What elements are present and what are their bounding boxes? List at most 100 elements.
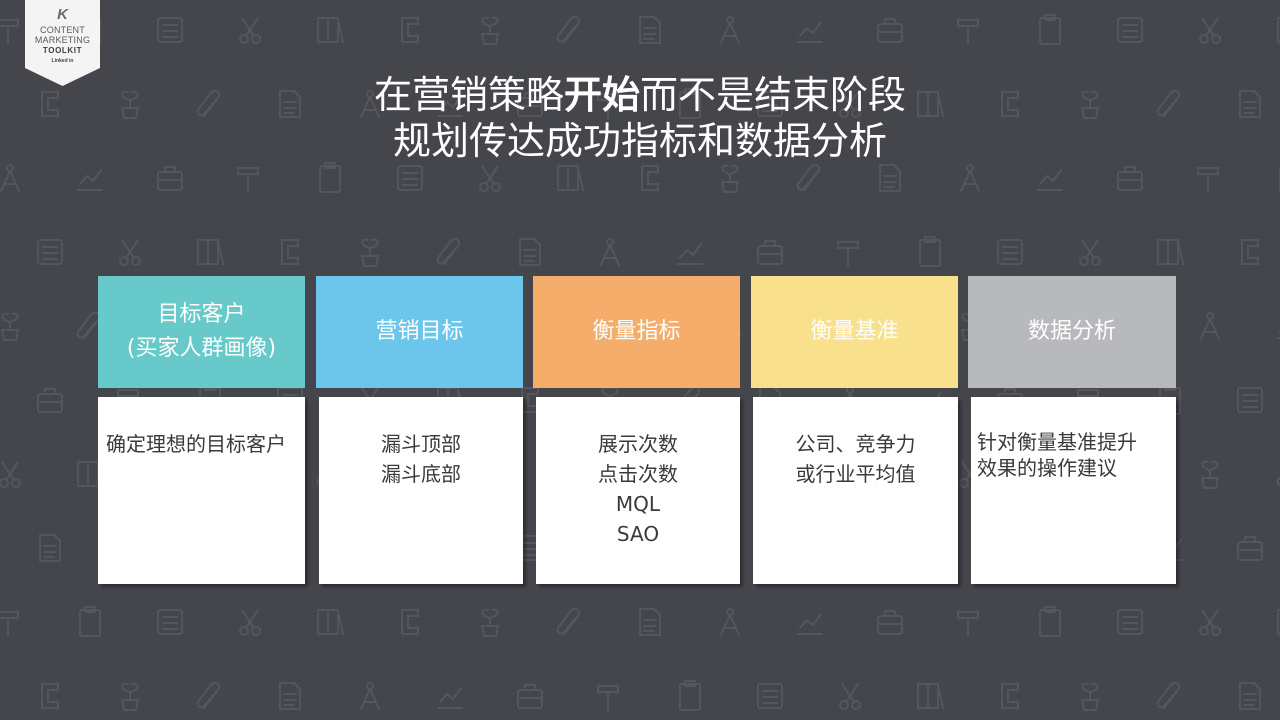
document-icon bbox=[1239, 682, 1261, 710]
briefcase-icon bbox=[517, 92, 543, 117]
scissors-icon bbox=[0, 461, 21, 488]
plant-icon bbox=[1081, 682, 1099, 711]
briefcase-icon bbox=[517, 684, 543, 709]
column-body-line: 漏斗顶部 bbox=[381, 432, 461, 456]
binder-icon bbox=[1277, 17, 1280, 43]
paperclip-icon bbox=[796, 164, 820, 191]
title-line-1: 在营销策略开始而不是结束阶段 bbox=[240, 72, 1040, 118]
binder-icon bbox=[317, 17, 344, 43]
title-line-1-after: 而不是结束阶段 bbox=[640, 73, 907, 117]
binder-icon bbox=[1277, 609, 1280, 635]
column-header-benchmark: 衡量基准 bbox=[751, 276, 958, 388]
briefcase-icon bbox=[157, 166, 183, 191]
compass-icon bbox=[0, 164, 20, 192]
document-icon bbox=[279, 90, 301, 118]
plant-icon bbox=[481, 16, 499, 45]
column-header-line: (买家人群画像) bbox=[126, 336, 277, 361]
hammer-icon bbox=[597, 93, 619, 119]
paperclip-icon bbox=[556, 16, 580, 43]
document-icon bbox=[279, 682, 301, 710]
hammer-icon bbox=[957, 19, 979, 45]
badge-shape bbox=[25, 0, 100, 86]
scissors-icon bbox=[479, 165, 501, 192]
column-body-line: 公司、竞争力 bbox=[795, 432, 916, 456]
clipboard-icon bbox=[79, 606, 101, 637]
list-icon bbox=[1117, 609, 1143, 635]
plant-icon bbox=[361, 238, 379, 267]
plant-icon bbox=[1081, 90, 1099, 119]
list-icon bbox=[157, 609, 183, 635]
chart-icon bbox=[677, 243, 703, 265]
scissors-icon bbox=[1079, 239, 1101, 266]
column-header-metrics: 衡量指标 bbox=[533, 276, 740, 388]
clamp-icon bbox=[41, 683, 59, 709]
hammer-icon bbox=[1197, 167, 1219, 193]
chart-icon bbox=[797, 21, 823, 43]
clipboard-icon bbox=[1039, 606, 1061, 637]
badge-line-content: CONTENT bbox=[40, 25, 85, 35]
column-body-line: 或行业平均值 bbox=[795, 462, 916, 486]
compass-icon bbox=[360, 90, 380, 118]
column-header-data-analysis: 数据分析 bbox=[968, 276, 1176, 388]
compass-icon bbox=[960, 164, 980, 192]
list-icon bbox=[757, 683, 783, 709]
badge-linkedin-logo: Linked in bbox=[51, 58, 74, 64]
column-header-line: 营销目标 bbox=[375, 319, 464, 344]
compass-icon bbox=[600, 238, 620, 266]
scissors-icon bbox=[119, 239, 141, 266]
chart-icon bbox=[1037, 169, 1063, 191]
document-icon bbox=[519, 238, 541, 266]
scissors-icon bbox=[1199, 609, 1221, 636]
clamp-icon bbox=[1001, 683, 1019, 709]
scissors-icon bbox=[839, 683, 861, 710]
column-body-marketing-goal: 漏斗顶部 漏斗底部 bbox=[319, 397, 523, 584]
clipboard-icon bbox=[919, 236, 941, 267]
column-body-data-analysis: 针对衡量基准提升 效果的操作建议 bbox=[971, 397, 1176, 584]
clipboard-icon bbox=[319, 162, 341, 193]
chart-icon bbox=[77, 169, 103, 191]
briefcase-icon bbox=[877, 18, 903, 43]
binder-icon bbox=[1157, 239, 1184, 265]
plant-icon bbox=[121, 682, 139, 711]
hammer-icon bbox=[237, 167, 259, 193]
column-header-line: 数据分析 bbox=[1027, 319, 1116, 344]
column-body-line: MQL bbox=[615, 492, 661, 516]
column-body-line: 展示次数 bbox=[598, 432, 678, 456]
chart-icon bbox=[797, 613, 823, 635]
column-header-marketing-goal: 营销目标 bbox=[316, 276, 523, 388]
column-body-line: SAO bbox=[616, 522, 660, 546]
list-icon bbox=[37, 239, 63, 265]
plant-icon bbox=[481, 608, 499, 637]
clamp-icon bbox=[521, 387, 539, 413]
compass-icon bbox=[720, 16, 740, 44]
column-body-target-customer: 确定理想的目标客户 bbox=[98, 397, 305, 584]
binder-icon bbox=[317, 609, 344, 635]
binder-icon bbox=[557, 165, 584, 191]
list-icon bbox=[757, 91, 783, 117]
compass-icon bbox=[360, 682, 380, 710]
plant-icon bbox=[1201, 460, 1219, 489]
paperclip-icon bbox=[196, 90, 220, 117]
column-body-line: 确定理想的目标客户 bbox=[106, 432, 286, 456]
briefcase-icon bbox=[37, 388, 63, 413]
list-icon bbox=[157, 17, 183, 43]
column-body-metrics: 展示次数 点击次数 MQL SAO bbox=[536, 397, 740, 584]
scissors-icon bbox=[1199, 17, 1221, 44]
clamp-icon bbox=[281, 239, 299, 265]
clipboard-icon bbox=[1039, 14, 1061, 45]
clamp-icon bbox=[401, 17, 419, 43]
briefcase-icon bbox=[877, 610, 903, 635]
column-body-line: 漏斗底部 bbox=[381, 462, 461, 486]
paperclip-icon bbox=[556, 608, 580, 635]
binder-icon bbox=[917, 683, 944, 709]
paperclip-icon bbox=[1156, 682, 1180, 709]
paperclip-icon bbox=[76, 312, 100, 339]
slide-title: 在营销策略开始而不是结束阶段 规划传达成功指标和数据分析 bbox=[240, 72, 1040, 164]
column-header-line: 衡量指标 bbox=[592, 319, 681, 344]
chart-icon bbox=[437, 95, 463, 117]
plant-icon bbox=[121, 90, 139, 119]
hammer-icon bbox=[0, 611, 19, 637]
compass-icon bbox=[720, 608, 740, 636]
briefcase-icon bbox=[1117, 166, 1143, 191]
paperclip-icon bbox=[436, 238, 460, 265]
